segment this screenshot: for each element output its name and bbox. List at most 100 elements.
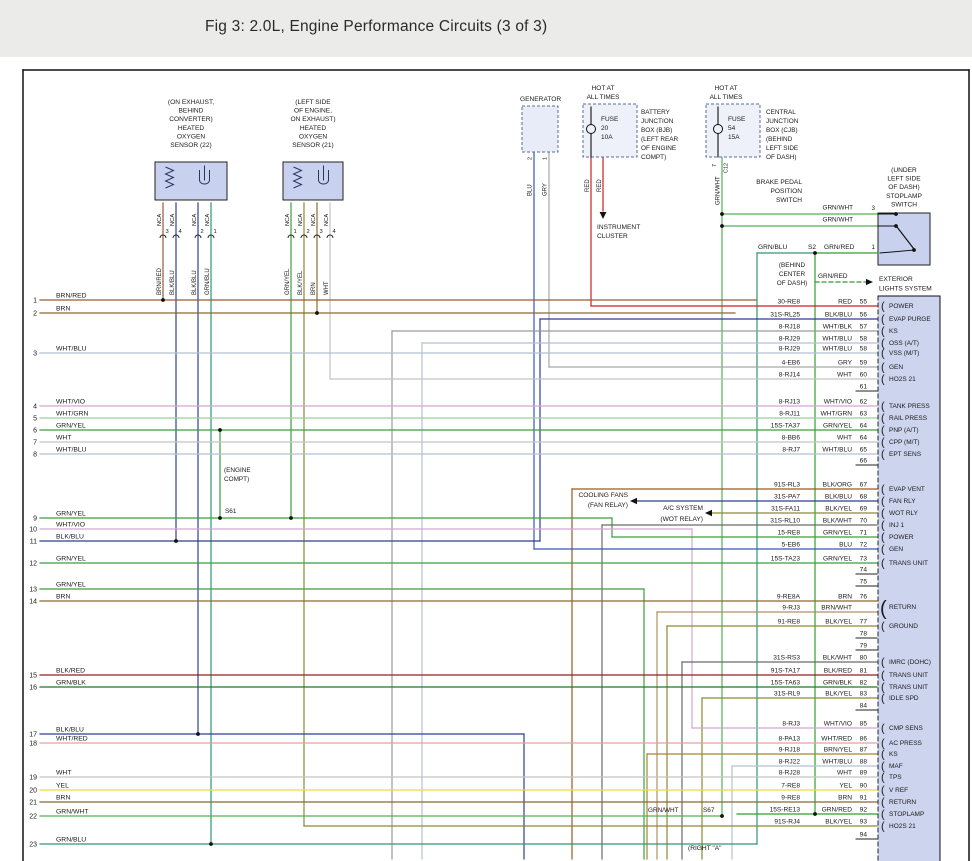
component-caption: OXYGEN [299,133,327,140]
pcm-pin-number: 84 [860,703,868,710]
wire-color-label: WHT/BLK [823,324,853,331]
pcm-pin-number: 94 [860,832,868,839]
sensor-pin-number: 1 [294,229,297,235]
pcm-pin-label: GEN [889,546,903,553]
brake-switch-label: POSITION [770,188,802,195]
component-caption: (UNDER [891,167,917,174]
junction-box-label: OF ENGINE [641,145,676,152]
pcm-pin-label: EPT SENS [889,451,922,458]
bracket: ( [881,338,885,350]
wire-color-label-vertical: BLK/YEL [298,270,304,295]
wire-color-label: BLK/BLU [56,534,84,541]
bracket: ( [881,558,885,570]
pcm-pin-number: 63 [860,411,868,418]
inline-connector-icon [326,234,334,239]
pcm-pin-label: CPP (M/T) [889,439,920,446]
pcm-pin-label: STOPLAMP [889,811,924,818]
left-pin-number: 18 [29,741,37,748]
circuit-id: 5-EB6 [782,542,801,549]
pcm-pin-label: KS [889,751,898,758]
junction-dot [894,224,898,228]
component-caption: BEHIND [179,108,204,115]
circuit-id: 8-BB6 [782,435,801,442]
pcm-pin-label: KS [889,328,898,335]
left-pin-number: 17 [29,732,37,739]
inline-connector-icon [159,234,167,239]
left-pin-number: 13 [29,587,37,594]
connector-id-label: C12 [724,163,730,173]
exterior-lights-label: EXTERIOR [879,276,913,283]
brake-switch-label: SWITCH [776,197,802,204]
junction-box-label: BOX (BJB) [641,127,672,134]
ac-system-note: A/C SYSTEM [663,505,703,512]
component-caption: HEATED [300,125,326,132]
junction-dot [289,516,293,520]
pcm-pin-number: 62 [860,399,868,406]
figure-title: Fig 3: 2.0L, Engine Performance Circuits… [205,18,548,35]
wire-color-label: BLK/YEL [825,691,852,698]
cooling-fans-note: (FAN RELAY) [588,502,628,509]
pcm-pin-number: 78 [860,631,868,638]
wire-color-label: BRN [56,795,70,802]
bracket: ( [881,797,885,809]
bracket: ( [881,723,885,735]
arrowhead [866,278,873,286]
wire-color-label-vertical: RED [585,179,591,192]
wire-color-label: GRN/YEL [823,556,852,563]
fuse-label: FUSE [601,116,619,123]
wire-color-label: WHT/BLU [822,346,852,353]
junction-box-label: BATTERY [641,109,671,116]
wire-color-label: GRN/BLK [56,680,86,687]
inline-connector-icon [313,234,321,239]
wire-color-label-vertical: GRY [543,183,549,196]
wire-color-label: BLK/YEL [825,619,852,626]
component-caption: (ON EXHAUST, [168,99,214,106]
fuse-box [582,103,638,158]
wire-color-label: WHT/RED [821,736,852,743]
pcm-pin-number: 79 [860,643,868,650]
junction-box-label: (LEFT REAR [641,136,679,143]
junction-box-label: JUNCTION [641,118,674,125]
circuit-id: 8-RJ7 [782,447,800,454]
wire-color-label: GRN/YEL [56,582,86,589]
circuit-id: 8-RJ29 [779,346,801,353]
wire-color-label: GRN/YEL [56,556,86,563]
circuit-id: 31S-PA7 [774,494,800,501]
component-caption: OF ENGINE, [294,108,332,115]
sensor-pin-number: 1 [214,229,217,235]
pcm-pin-number: 68 [860,494,868,501]
heater-zigzag-icon [164,166,175,189]
pcm-pin-number: 87 [860,747,868,754]
generator-label: GENERATOR [520,96,561,103]
wire-color-label-vertical: WHT [324,281,330,295]
pcm-pin-label: EVAP VENT [889,486,925,493]
pcm-pin-number: 61 [860,384,868,391]
sensor-cell-icon [318,170,329,185]
wire-color-label: WHT/BLU [822,759,852,766]
wire-color-label: WHT [56,770,71,777]
wire-color-label: GRN/YEL [56,511,86,518]
pcm-pin-number: 64 [860,423,868,430]
bracket: ( [881,532,885,544]
pcm-pin-label: RETURN [889,799,916,806]
inline-connector-icon [194,234,202,239]
junction-dot [161,298,165,302]
fuse-label: FUSE [728,116,746,123]
pcm-pin-number: 91 [860,795,868,802]
bottom-note: (RIGHT "A" [688,845,722,852]
inline-connector-icon [300,234,308,239]
fuse-box [705,103,761,158]
circuit-id: 4-EB6 [782,360,801,367]
junction-box-label: CENTRAL [766,109,796,116]
junction-box-label: (BEHIND [766,136,793,143]
wire-color-label: BLK/BLU [56,727,84,734]
sensor-pin-number: 3 [166,229,169,235]
sensor-pin-number: 2 [201,229,204,235]
component-caption: (LEFT SIDE [295,99,331,106]
fuse-label: 54 [728,125,736,132]
wire-color-label: BLU [839,542,852,549]
hot-at-all-times-label: HOT AT [592,85,615,92]
pcm-pin-number: 89 [860,770,868,777]
circuit-id: 15S-TA63 [771,680,801,687]
wire-color-label: YEL [56,783,69,790]
